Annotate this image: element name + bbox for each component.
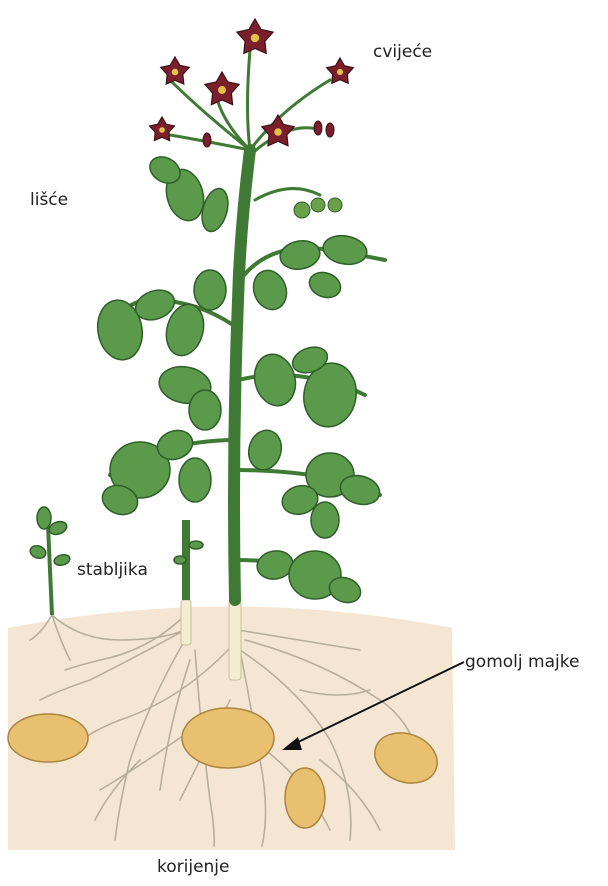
flower-center-1 [251, 34, 259, 42]
flower-center-6 [159, 127, 165, 133]
flowers-label: cvijeće [373, 42, 432, 62]
small-shoot [174, 520, 203, 600]
flower-center-5 [274, 128, 281, 135]
main-stem [110, 50, 385, 600]
underground-stem-main [229, 600, 241, 680]
tuber-bottom [285, 768, 325, 828]
flower-center-2 [172, 69, 179, 76]
small-sprout [28, 507, 71, 615]
flower-center-4 [337, 69, 343, 75]
flowers [150, 19, 354, 146]
flower-center-3 [218, 86, 226, 94]
green-berries [294, 198, 342, 218]
roots-label: korijenje [157, 857, 230, 877]
underground-stem-left [181, 600, 191, 645]
mother-tuber [182, 708, 274, 768]
leaves-label: lišće [30, 190, 68, 210]
stem-label: stabljika [77, 560, 148, 580]
mother-tuber-label: gomolj majke [465, 652, 579, 672]
tuber-left [8, 714, 88, 762]
